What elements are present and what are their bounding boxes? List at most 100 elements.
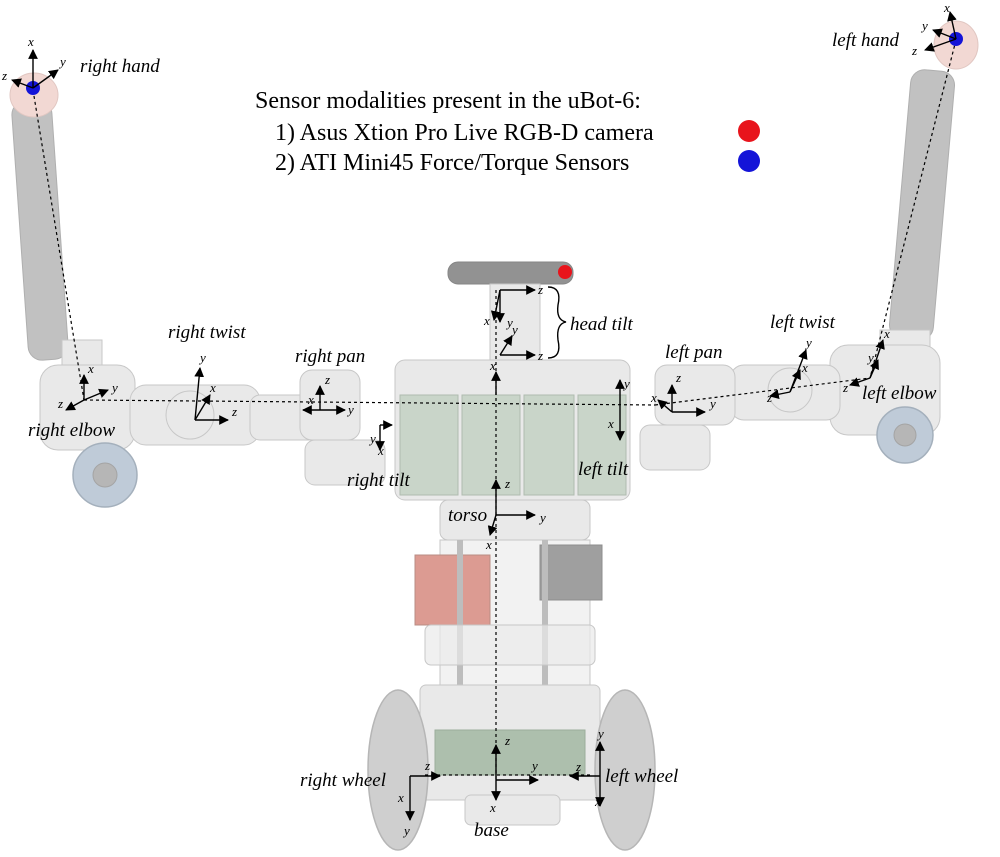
axis-x-label: x [483, 313, 490, 328]
label-left-tilt: left tilt [578, 459, 629, 480]
legend-camera-swatch [738, 120, 760, 142]
label-right-hand: right hand [80, 56, 160, 77]
head [447, 261, 574, 365]
axis-z-label: z [575, 759, 581, 774]
frame-base: z y x [489, 733, 539, 815]
axis-y-label: y [368, 431, 376, 446]
axis-z-label: z [842, 380, 848, 395]
legend-item-camera: 1) Asus Xtion Pro Live RGB-D camera [275, 120, 654, 146]
axis-x-label: x [883, 326, 890, 341]
axis-y-label: y [505, 315, 513, 330]
axis-z-label: z [424, 758, 430, 773]
axis-x-label: x [209, 380, 216, 395]
head-tilt-brace [547, 286, 567, 359]
axis-y-label: y [58, 54, 66, 69]
axis-y-label: y [920, 18, 928, 33]
frame-left-twist: y x z [766, 335, 812, 405]
axis-y-label: y [346, 402, 354, 417]
frame-left-wheel: y z x [569, 726, 605, 809]
axis-x-label: x [485, 537, 492, 552]
frame-head-tilt: z x y z y [483, 282, 567, 363]
axis-y-label: y [596, 726, 604, 741]
label-left-hand: left hand [832, 30, 900, 51]
axis-x-label: x [607, 416, 614, 431]
left-upper-arm [639, 344, 941, 471]
label-base: base [474, 820, 509, 841]
robot-body [9, 20, 979, 851]
frame-right-hand: x y z [1, 34, 66, 89]
axis-z-label: z [1, 68, 7, 83]
torso [394, 359, 631, 541]
axis-y-label: y [530, 758, 538, 773]
axis-x-label: x [377, 443, 384, 458]
left-wheel-tire [594, 689, 656, 851]
label-left-wheel: left wheel [605, 766, 678, 787]
legend-item-ft-sensors: 2) ATI Mini45 Force/Torque Sensors [275, 150, 629, 176]
frame-right-wheel: x y z [397, 758, 441, 838]
label-head-tilt: head tilt [570, 314, 634, 335]
axis-z-label: z [324, 372, 330, 387]
axis-x-label: x [397, 790, 404, 805]
kinematic-chain [32, 39, 957, 780]
axis-x-label: x [87, 361, 94, 376]
axis-y-label: y [866, 350, 874, 365]
frame-torso-top: x [489, 358, 501, 395]
label-torso: torso [448, 505, 487, 526]
frame-left-pan: z y x [650, 370, 716, 417]
axis-y-label: y [804, 335, 812, 350]
axis-z-label: z [675, 370, 681, 385]
axis-y-label: y [198, 350, 206, 365]
axis-z-label: z [504, 733, 510, 748]
camera-marker [558, 265, 572, 279]
label-left-twist: left twist [770, 312, 836, 333]
left-forearm [879, 20, 979, 371]
axis-x-label: x [307, 392, 314, 407]
right-hand-shape [9, 72, 59, 118]
label-right-pan: right pan [295, 346, 365, 367]
legend: Sensor modalities present in the uBot-6:… [255, 88, 760, 176]
axis-z-label: z [537, 282, 543, 297]
axis-y-label: y [538, 510, 546, 525]
axis-y-label: y [110, 380, 118, 395]
frame-right-pan: z y x [302, 372, 354, 417]
axis-x-label: x [489, 800, 496, 815]
axis-z-label: z [231, 404, 237, 419]
axis-z-label: z [504, 476, 510, 491]
label-right-tilt: right tilt [347, 470, 411, 491]
label-right-wheel: right wheel [300, 770, 386, 791]
axis-y-label: y [622, 376, 630, 391]
axis-z-label: z [766, 390, 772, 405]
frame-right-tilt: y x [368, 420, 393, 458]
axis-z-label: z [911, 43, 917, 58]
frame-right-elbow: x y z [57, 361, 118, 411]
axis-x-label: x [27, 34, 34, 49]
axis-x-label: x [489, 358, 496, 373]
right-forearm [9, 72, 103, 381]
frame-left-elbow: x y z [842, 326, 890, 395]
axis-x-label: x [801, 360, 808, 375]
label-left-elbow: left elbow [862, 383, 937, 404]
legend-ft-swatch [738, 150, 760, 172]
label-right-twist: right twist [168, 322, 246, 343]
base [367, 684, 656, 851]
frame-left-hand: x y z [911, 0, 957, 58]
label-left-pan: left pan [665, 342, 723, 363]
frame-right-twist: y x z [194, 350, 237, 425]
legend-title: Sensor modalities present in the uBot-6: [255, 88, 641, 114]
right-upper-arm [39, 364, 386, 508]
joint-labels: right hand left hand head tilt right twi… [28, 30, 937, 841]
right-wheel-tire [367, 689, 429, 851]
axis-x-label: x [943, 0, 950, 15]
axis-y-label: y [402, 823, 410, 838]
axis-x-label: x [594, 794, 601, 809]
label-right-elbow: right elbow [28, 420, 115, 441]
axis-y-label: y [510, 322, 518, 337]
axis-z-label: z [537, 348, 543, 363]
axis-z-label: z [57, 396, 63, 411]
camera-body [447, 261, 574, 285]
frame-left-tilt: y x [607, 376, 630, 441]
frame-torso: z y x [485, 476, 546, 552]
axis-y-label: y [708, 396, 716, 411]
